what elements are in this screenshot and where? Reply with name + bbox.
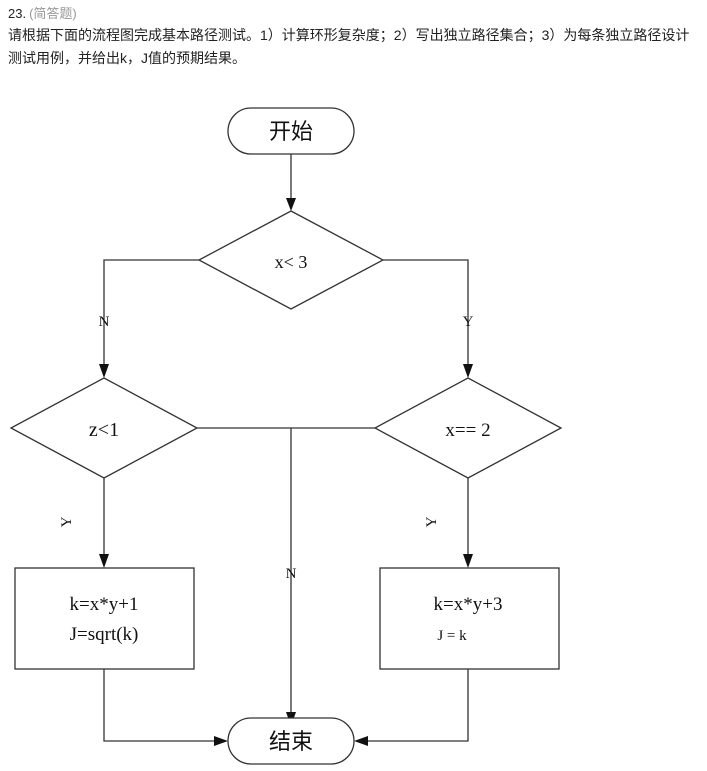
label-d1-no: N (99, 314, 110, 330)
question-text: 请根据下面的流程图完成基本路径测试。1）计算环形复杂度；2）写出独立路径集合；3… (8, 27, 690, 66)
label-d3-yes: Y (424, 516, 440, 527)
arrowhead (463, 554, 473, 568)
edge-process2-to-end (368, 669, 469, 742)
arrowhead (99, 364, 109, 378)
start-label: 开始 (269, 119, 313, 144)
process1-line2: J=sqrt(k) (70, 624, 139, 645)
arrowhead (214, 736, 228, 746)
edge-d1-yes (383, 259, 469, 364)
question-type: (简答题) (29, 6, 77, 21)
process2-line1: k=x*y+3 (434, 594, 503, 615)
arrowhead (99, 554, 109, 568)
process1-line1: k=x*y+1 (70, 594, 139, 615)
label-d3-no: N (286, 566, 297, 582)
edge-d1-no (103, 259, 199, 364)
arrowhead (354, 736, 368, 746)
question-block: 23.(简答题) 请根据下面的流程图完成基本路径测试。1）计算环形复杂度；2）写… (8, 4, 700, 70)
label-d1-yes: Y (463, 314, 474, 330)
end-node (227, 717, 355, 765)
label-d2-yes: Y (59, 516, 75, 527)
decision1-label: x< 3 (275, 252, 308, 272)
edge-process1-to-end (103, 669, 214, 742)
process-box-left (14, 567, 195, 670)
process2-line2: J = k (437, 628, 467, 644)
decision-x-lt-3 (197, 210, 385, 310)
decision2-label: z<1 (89, 419, 119, 441)
arrowhead (286, 198, 296, 211)
end-label: 结束 (269, 729, 313, 754)
question-header: 23.(简答题) (8, 4, 700, 24)
arrowhead (463, 364, 473, 378)
decision3-label: x== 2 (445, 420, 490, 441)
process-box-right (379, 567, 560, 670)
question-number: 23. (8, 6, 27, 21)
